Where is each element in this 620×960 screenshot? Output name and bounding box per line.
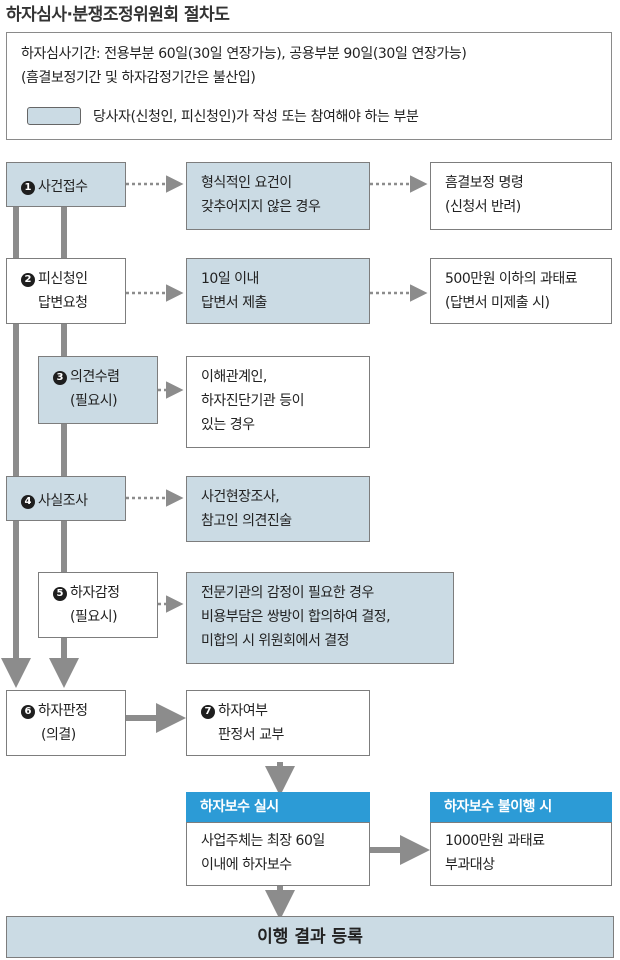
detail-1-result-line2: (신청서 반려) (445, 199, 521, 215)
step-6-line1: 하자판정 (38, 703, 88, 719)
step-number-badge: 6 (21, 705, 35, 719)
step-number-badge: 1 (21, 181, 35, 195)
detail-4-line2: 참고인 의견진술 (201, 513, 292, 529)
detail-5-line1: 전문기관의 감정이 필요한 경우 (201, 585, 374, 601)
legend-text: 당사자(신청인, 피신청인)가 작성 또는 참여해야 하는 부분 (93, 109, 419, 125)
detail-1-result-box: 흠결보정 명령 (신청서 반려) (430, 162, 612, 230)
step-number-badge: 2 (21, 273, 35, 287)
final-step-box: 이행 결과 등록 (6, 916, 614, 958)
review-period-text: 하자심사기간: 전용부분 60일(30일 연장가능), 공용부분 90일(30일… (21, 46, 467, 62)
detail-2-result-box: 500만원 이하의 과태료 (답변서 미제출 시) (430, 258, 612, 324)
step-7-line2: 판정서 교부 (218, 727, 284, 743)
nonrepair-header: 하자보수 불이행 시 (430, 792, 612, 822)
detail-3-line1: 이해관계인, (201, 369, 267, 385)
legend-swatch (27, 107, 81, 125)
detail-1-line1: 형식적인 요건이 (201, 175, 292, 191)
detail-1-line2: 갖추어지지 않은 경우 (201, 199, 321, 215)
step-5-line2: (필요시) (70, 609, 118, 625)
detail-2-result-line2: (답변서 미제출 시) (445, 295, 550, 311)
detail-3-line3: 있는 경우 (201, 417, 255, 433)
detail-5-line2: 비용부담은 쌍방이 합의하여 결정, (201, 609, 391, 625)
nonrepair-line2: 부과대상 (445, 857, 495, 873)
repair-header: 하자보수 실시 (186, 792, 370, 822)
repair-line1: 사업주체는 최장 60일 (201, 833, 325, 849)
detail-2-line2: 답변서 제출 (201, 295, 267, 311)
step-3-line1: 의견수렴 (70, 369, 120, 385)
step-7-line1: 하자여부 (218, 703, 268, 719)
step-6-line2: (의결) (41, 727, 76, 743)
page-title: 하자심사·분쟁조정위원회 절차도 (6, 5, 230, 25)
step-1-label: 사건접수 (38, 179, 88, 195)
step-4-label: 사실조사 (38, 493, 88, 509)
repair-line2: 이내에 하자보수 (201, 857, 292, 873)
step-number-badge: 4 (21, 495, 35, 509)
detail-4-line1: 사건현장조사, (201, 489, 280, 505)
detail-2-result-line1: 500만원 이하의 과태료 (445, 271, 578, 287)
step-number-badge: 7 (201, 705, 215, 719)
detail-1-result-line1: 흠결보정 명령 (445, 175, 524, 191)
step-2-line1: 피신청인 (38, 271, 88, 287)
step-5-line1: 하자감정 (70, 585, 120, 601)
excluded-period-text: (흠결보정기간 및 하자감정기간은 불산입) (21, 70, 256, 86)
detail-2-line1: 10일 이내 (201, 271, 259, 287)
info-panel: 하자심사기간: 전용부분 60일(30일 연장가능), 공용부분 90일(30일… (6, 32, 612, 140)
step-3-line2: (필요시) (70, 393, 118, 409)
step-2-line2: 답변요청 (38, 295, 88, 311)
nonrepair-line1: 1000만원 과태료 (445, 833, 545, 849)
step-number-badge: 3 (53, 371, 67, 385)
detail-4-box: 사건현장조사, 참고인 의견진술 (186, 476, 370, 542)
detail-3-line2: 하자진단기관 등이 (201, 393, 305, 409)
detail-5-line3: 미합의 시 위원회에서 결정 (201, 633, 350, 649)
step-number-badge: 5 (53, 587, 67, 601)
